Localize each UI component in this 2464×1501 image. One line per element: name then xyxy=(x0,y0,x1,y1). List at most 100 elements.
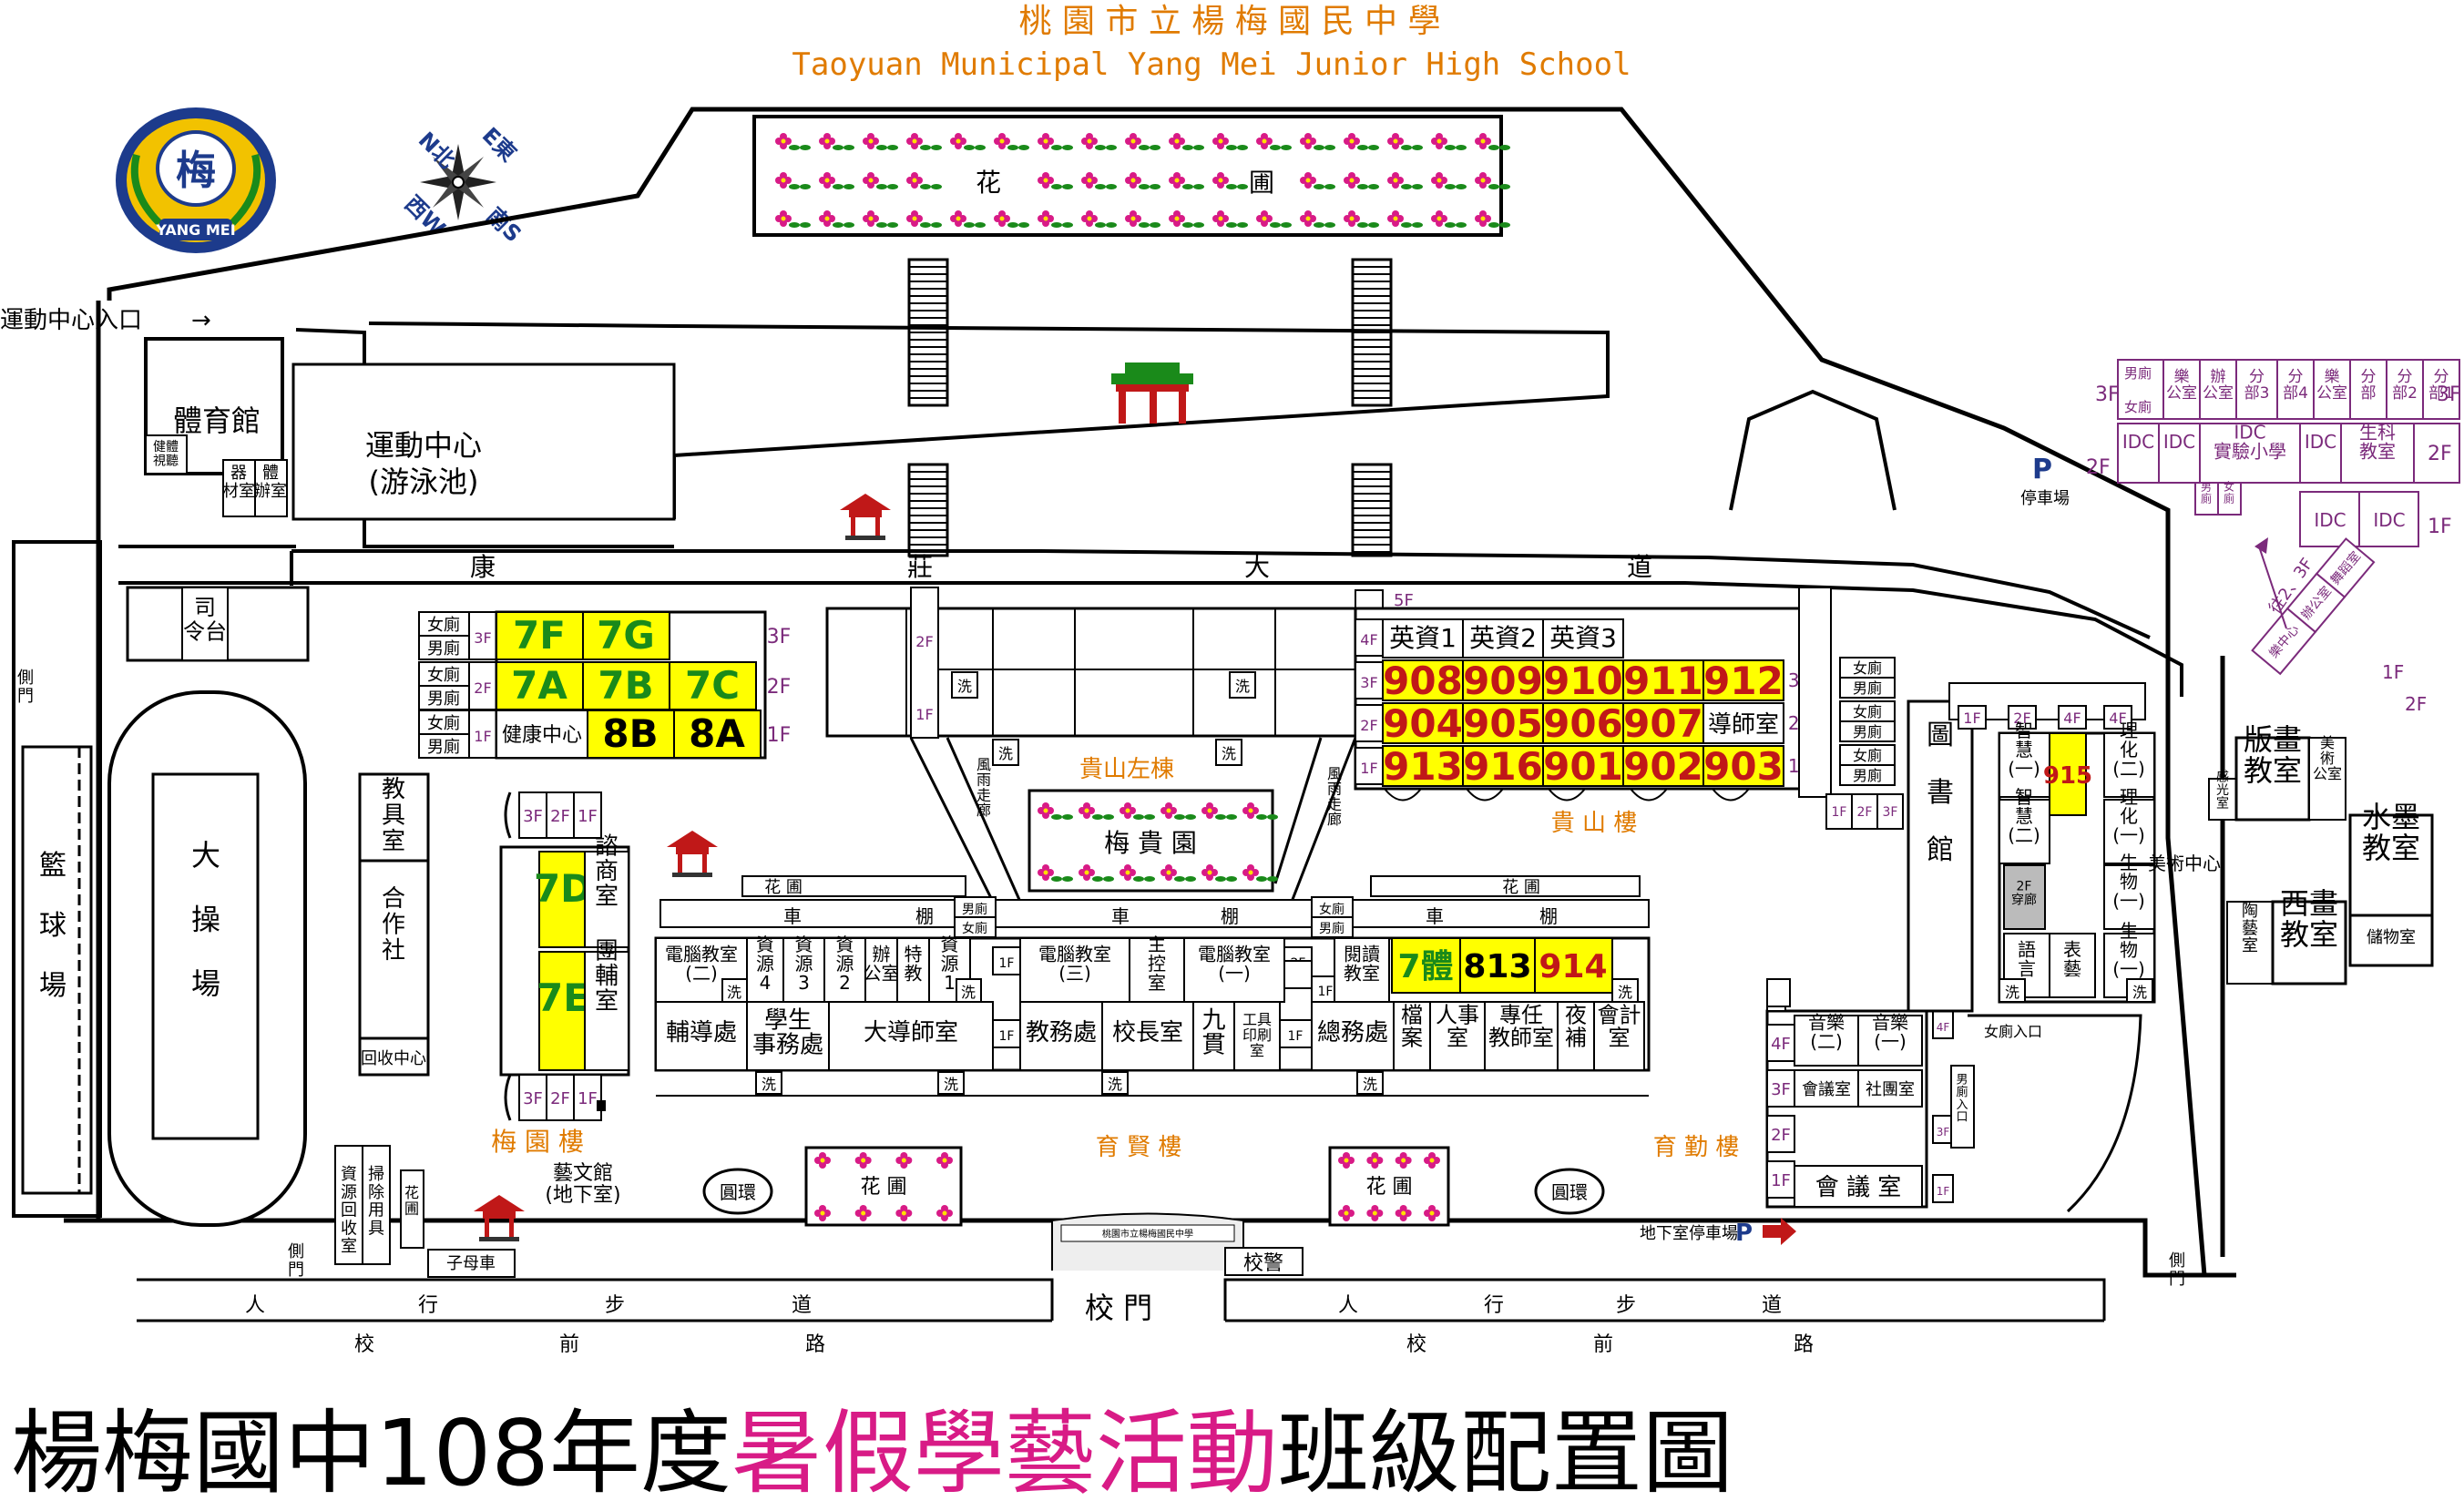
room xyxy=(782,937,825,1003)
wash-room xyxy=(992,739,1019,766)
compass-star-icon xyxy=(420,144,496,220)
front-road xyxy=(137,1278,2106,1322)
class-label: 901 xyxy=(1543,744,1623,789)
school-gate: 桃園市立楊梅國民中學 xyxy=(1051,1212,1244,1271)
floor-tag xyxy=(1283,960,1313,989)
garden-strip xyxy=(741,875,966,897)
print-room xyxy=(2234,736,2311,822)
idc-room xyxy=(2422,359,2460,420)
pavilion-roof-icon xyxy=(667,831,718,847)
sports-entry-arrow-icon: → xyxy=(191,307,211,334)
men-entry xyxy=(1950,1065,1975,1149)
meeting-small xyxy=(1794,1069,1859,1108)
idc-room-label: 生科教室 xyxy=(2359,422,2396,463)
class-label: 英資1 xyxy=(1389,623,1457,653)
sidewalk-label: 人 xyxy=(1338,1294,1358,1317)
sports-center xyxy=(291,328,676,548)
idc-room-label: 女廁 xyxy=(2124,399,2152,415)
restroom-m-label: 男廁 xyxy=(1853,723,1882,740)
basement-parking-label: 地下室停車場 xyxy=(1640,1224,1738,1243)
school-gate-label: 校 門 xyxy=(1085,1291,1152,1325)
teacher-room-label: 導師室 xyxy=(1708,711,1779,739)
room-label: 電腦教室(一) xyxy=(1198,944,1271,985)
floor-tag xyxy=(1766,1160,1795,1199)
footer-title-1: 楊梅國中108年度 xyxy=(11,1400,731,1501)
idc-room xyxy=(2117,359,2164,420)
room xyxy=(828,1001,994,1071)
laurel-icon xyxy=(130,154,261,226)
class-label: 7C xyxy=(685,663,740,708)
sports-center-label: 運動中心 xyxy=(365,428,482,463)
class-label: 906 xyxy=(1543,701,1623,746)
sidewalk-label: 步 xyxy=(605,1294,625,1317)
huapu-label: 花 圃 xyxy=(1366,1176,1413,1199)
road-char-2: 莊 xyxy=(907,552,933,582)
room-label: 總務處 xyxy=(1317,1019,1388,1047)
health-center-label: 健康中心 xyxy=(502,724,582,747)
lang-label: 語言 xyxy=(2018,939,2036,980)
front-road-label: 路 xyxy=(1794,1333,1814,1356)
idc-room xyxy=(2313,359,2351,420)
floor-tag-label: 1F xyxy=(999,1029,1015,1044)
class-label: 912 xyxy=(1703,659,1784,703)
room-label: 主控室 xyxy=(1148,934,1166,994)
compass-north: N北 xyxy=(414,127,460,173)
sidewalk-label: 道 xyxy=(792,1294,812,1317)
class-room xyxy=(496,611,584,660)
floor-tag-label: 2F xyxy=(915,633,933,650)
class-label: 905 xyxy=(1463,701,1543,746)
wash-label: 洗 xyxy=(957,678,972,695)
main-road xyxy=(118,545,2183,697)
wash-room xyxy=(951,671,978,699)
wash-label: 洗 xyxy=(1618,984,1632,1001)
class-room xyxy=(673,710,762,759)
parking-label: 停車場 xyxy=(2020,489,2070,508)
wash-label: 洗 xyxy=(727,984,741,1001)
floor-tag-label: 3F xyxy=(1771,1080,1791,1099)
floor-tag-label: 1F xyxy=(1288,1029,1304,1044)
class-label: 813 xyxy=(1463,948,1531,985)
floor-tag-label: 2F xyxy=(1360,717,1377,734)
wash-label: 洗 xyxy=(2005,984,2019,1001)
basketball-court xyxy=(12,540,102,1218)
logo-text: YANG MEI xyxy=(155,221,235,239)
floor-tag xyxy=(992,946,1021,975)
rain-gallery-label: 風雨走廊 xyxy=(976,756,991,819)
floor-tag xyxy=(546,1074,575,1121)
art-hall-label: 藝文館(地下室) xyxy=(545,1162,620,1207)
idc-room xyxy=(2276,359,2315,420)
room-label: 校長室 xyxy=(1112,1019,1183,1047)
ink-room xyxy=(2348,813,2434,917)
floor-tag-label: 3F xyxy=(523,807,543,826)
class-room xyxy=(582,611,670,660)
class-room xyxy=(2049,732,2087,816)
art-center-label: 美術中心 xyxy=(2148,853,2221,874)
bio-room xyxy=(2103,864,2155,930)
music-room xyxy=(1857,1015,1923,1067)
meigui-garden xyxy=(1028,789,1278,893)
floor-tag-label: 1F xyxy=(578,1089,598,1108)
stair-block xyxy=(1798,587,1832,798)
side-gate-south: 側門 xyxy=(288,1242,304,1280)
class-label: 英資2 xyxy=(1469,623,1537,653)
top-garden-label-2: 圃 xyxy=(1249,168,1274,198)
floor-1f-right: 1F xyxy=(2428,516,2452,538)
class-room xyxy=(1702,659,1784,701)
idc-room-label: IDC xyxy=(2122,431,2154,453)
class-room xyxy=(1459,937,1536,994)
meigui-garden-label: 梅 貴 園 xyxy=(1104,828,1197,858)
wash-label: 洗 xyxy=(944,1076,958,1093)
room xyxy=(1311,1001,1395,1071)
floor-tag xyxy=(2058,705,2087,730)
idc-room xyxy=(2199,423,2301,484)
floor-1f-tower: 1F xyxy=(2382,661,2404,683)
floor-tag-label: 4F xyxy=(1771,1035,1791,1054)
idc-room xyxy=(2235,359,2278,420)
pavilion-icon xyxy=(474,494,891,1241)
car-shed-char: 車 xyxy=(1111,905,1130,927)
